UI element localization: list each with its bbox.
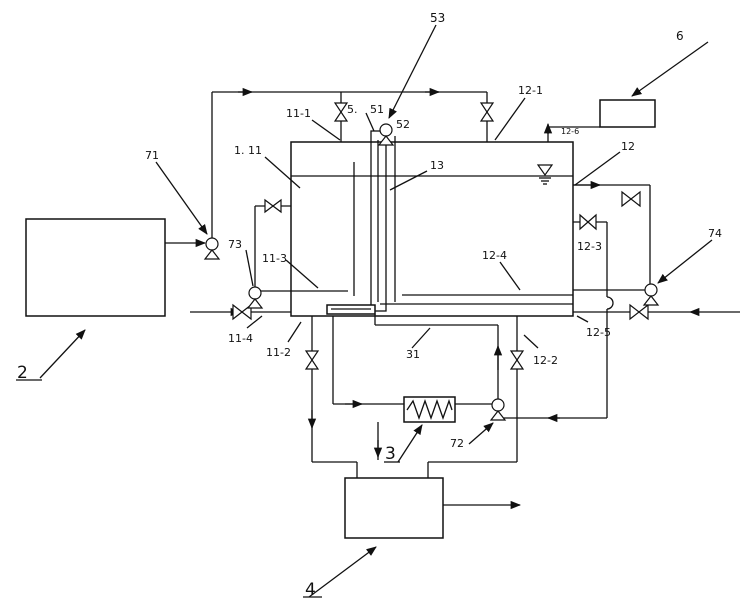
label-11-2: 11-2 — [266, 346, 291, 359]
unit-2-box — [25, 218, 166, 317]
label-12-6: 12-6 — [561, 127, 579, 136]
leader-31 — [411, 327, 431, 349]
label-72: 72 — [450, 437, 464, 450]
leader-4 — [308, 546, 377, 598]
label-1-11: 1. 11 — [234, 144, 262, 157]
leader-11-3 — [285, 259, 319, 289]
leader-12-5 — [576, 315, 589, 323]
label-12-1: 12-1 — [518, 84, 543, 97]
label-4: 4 — [305, 580, 316, 600]
pump-icon[interactable] — [246, 286, 264, 309]
leader-12 — [574, 151, 621, 186]
label-3: 3 — [385, 444, 396, 464]
label-11-4: 11-4 — [228, 332, 253, 345]
label-74: 74 — [708, 227, 722, 240]
valve-icon[interactable] — [264, 198, 282, 214]
label-2: 2 — [17, 363, 28, 383]
leader-72 — [468, 422, 494, 445]
water-level-icon — [536, 164, 554, 185]
valve-icon[interactable] — [621, 190, 641, 208]
leader-53 — [388, 24, 437, 119]
unit-4-box — [344, 477, 444, 539]
label-73: 73 — [228, 238, 242, 251]
label-31: 31 — [406, 348, 420, 361]
label-11-3: 11-3 — [262, 252, 287, 265]
label-6: 6 — [676, 29, 684, 43]
leader-12-4 — [499, 261, 521, 291]
valve-icon[interactable] — [479, 102, 495, 122]
valve-icon[interactable] — [509, 350, 525, 370]
valve-icon[interactable] — [304, 350, 320, 370]
unit-6-box — [599, 99, 656, 128]
label-13: 13 — [430, 159, 444, 172]
leader-6 — [631, 41, 709, 97]
label-12-4: 12-4 — [482, 249, 507, 262]
label-11-1: 11-1 — [286, 107, 311, 120]
leader-11-2 — [287, 321, 302, 343]
heat-exchanger-icon — [403, 396, 456, 423]
leader-5 — [365, 112, 375, 132]
main-tank — [290, 141, 574, 317]
pipe-crossover — [606, 296, 614, 310]
leader-12-2 — [523, 334, 539, 349]
leader-2 — [39, 329, 86, 379]
leader-12-1 — [494, 97, 526, 141]
label-12-3: 12-3 — [577, 240, 602, 253]
pump-icon[interactable] — [203, 237, 221, 260]
valve-icon[interactable] — [579, 213, 597, 231]
pump-icon[interactable] — [642, 283, 660, 306]
pump-icon[interactable] — [489, 398, 507, 421]
label-12-5: 12-5 — [586, 326, 611, 339]
pump-icon[interactable] — [377, 123, 395, 146]
label-71: 71 — [145, 149, 159, 162]
pipe-13 — [370, 130, 387, 312]
label-51: 51 — [370, 103, 384, 116]
leader-1-11 — [264, 156, 301, 189]
valve-icon[interactable] — [629, 303, 649, 321]
leader-73 — [245, 249, 254, 287]
label-12-2: 12-2 — [533, 354, 558, 367]
label-12: 12 — [621, 140, 635, 153]
leader-11-1 — [311, 119, 341, 141]
leader-11-4 — [246, 315, 263, 329]
leader-71 — [155, 161, 208, 235]
leader-3 — [397, 424, 423, 463]
valve-icon[interactable] — [333, 102, 349, 122]
label-52: 52 — [396, 118, 410, 131]
label-5: 5. — [347, 103, 358, 116]
leader-74 — [657, 239, 713, 284]
label-53: 53 — [430, 11, 445, 25]
leader-13 — [389, 170, 428, 191]
